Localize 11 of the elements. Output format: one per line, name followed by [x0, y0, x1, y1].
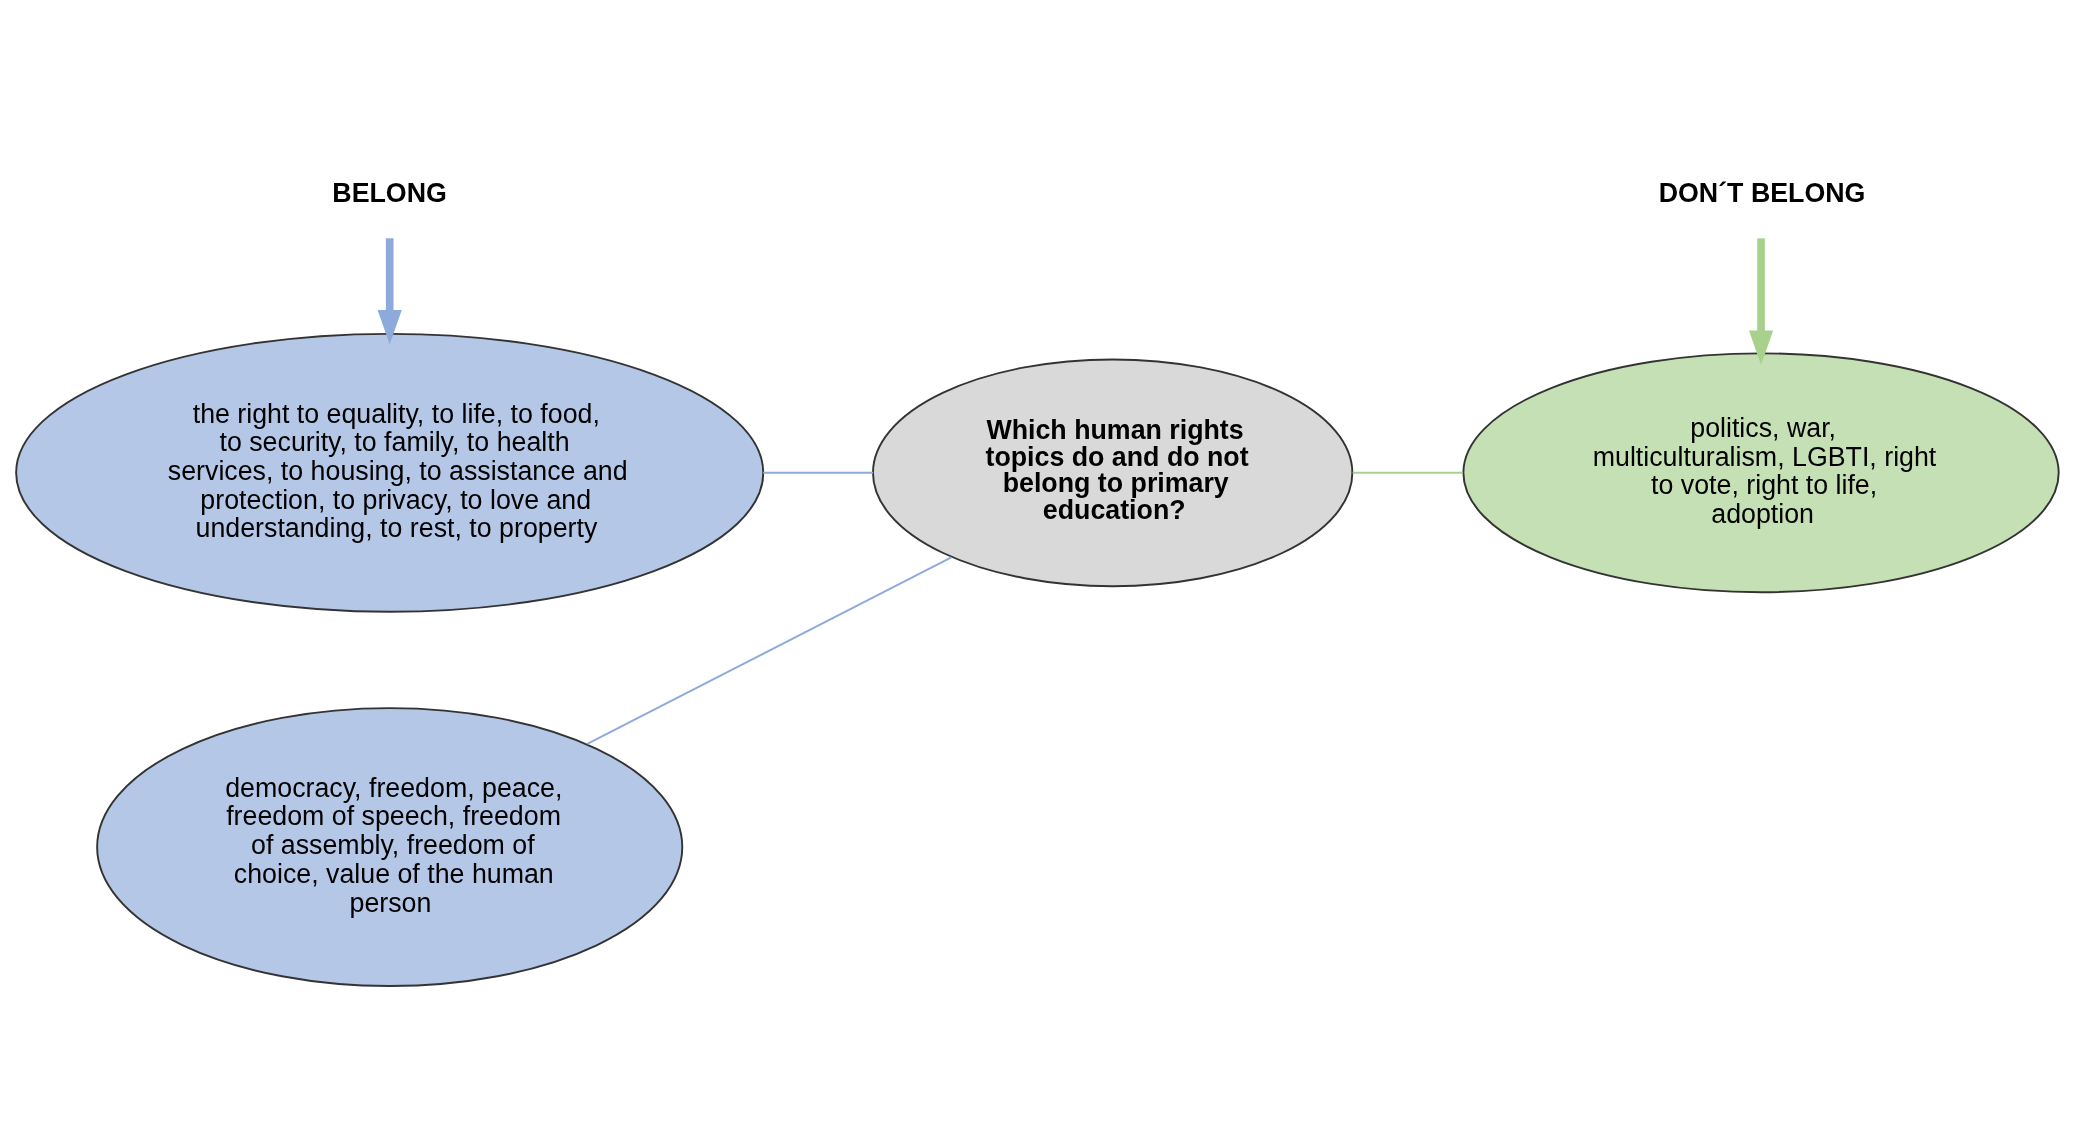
connector: [1351, 471, 1464, 474]
node-ellipse: Which human rights topics do and do not belong to primary education?: [872, 357, 1354, 587]
arrow: [377, 237, 402, 345]
node-ellipse: politics, war, multiculturalism, LGBTI, right to vote, right to life, adoption: [1462, 351, 2060, 593]
connector: [586, 555, 953, 745]
connector: [762, 471, 875, 474]
node-text: DON´T BELONG: [1658, 177, 1866, 208]
node-text: BELONG: [332, 177, 447, 208]
node-ellipse: democracy, freedom, peace, freedom of speech, freedom of assembly, freedom of choice, value of the human person: [96, 706, 684, 987]
arrow: [1748, 237, 1774, 365]
node-ellipse: the right to equality, to life, to food, to security, to family, to health services, to housing, to assistance and protection, to privacy, to love and understanding, to rest, to property: [15, 332, 765, 613]
